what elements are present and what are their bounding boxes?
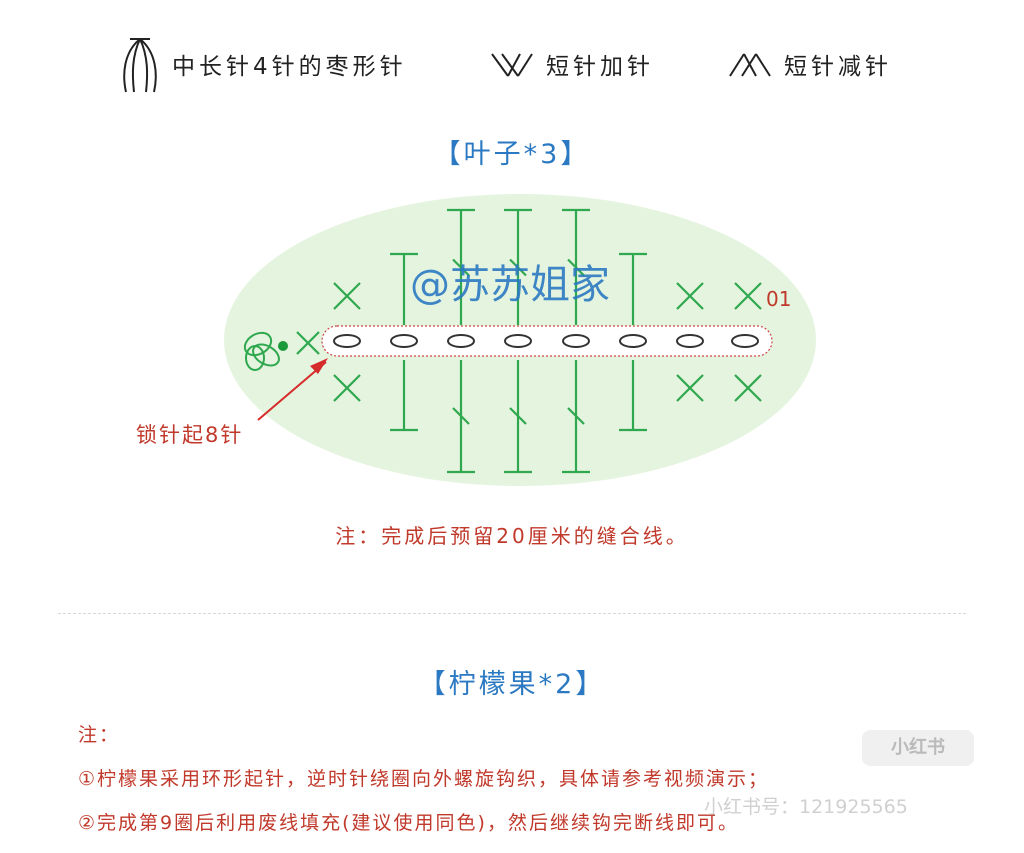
sc-decrease-icon — [729, 53, 771, 77]
single-crochet-icon — [676, 282, 704, 310]
single-crochet-icon — [333, 374, 361, 402]
stitch-legend: 中长针4针的枣形针 短针加针 短针减针 — [0, 32, 1024, 96]
stitch-slash — [509, 407, 527, 425]
leaf-note: 注：完成后预留20厘米的缝合线。 — [335, 524, 689, 548]
chain-stitch-icon — [676, 334, 704, 348]
chain-stitch-icon — [731, 334, 759, 348]
round-label: 01 — [766, 287, 791, 311]
puff-stitch-icon — [123, 38, 157, 93]
stitch-slash — [452, 258, 470, 277]
single-crochet-icon — [296, 331, 320, 355]
chain-stitch-icon — [333, 334, 361, 348]
leaf-chart: 锁针起8针 01 @苏苏姐家 — [136, 194, 816, 486]
lemon-note-1: ①柠檬果采用环形起针，逆时针绕圈向外螺旋钩织，具体请参考视频演示； — [78, 768, 770, 790]
start-dot — [278, 341, 288, 351]
chain-stitch-icon — [447, 334, 475, 348]
sc-increase-icon — [491, 53, 533, 77]
single-crochet-icon — [734, 374, 762, 402]
chain-callout-arrow — [257, 358, 328, 421]
chain-callout-label: 锁针起8针 — [136, 423, 243, 447]
chain-stitch-icon — [562, 334, 590, 348]
brand-watermark: 小红书 — [862, 730, 974, 766]
section-divider — [58, 613, 966, 614]
legend-label: 短针加针 — [546, 54, 654, 80]
legend-label: 中长针4针的枣形针 — [172, 54, 407, 80]
lemon-notes: 注： ①柠檬果采用环形起针，逆时针绕圈向外螺旋钩织，具体请参考视频演示； ②完成… — [78, 720, 978, 852]
single-crochet-icon — [333, 282, 361, 310]
stitch-slash — [567, 407, 585, 425]
stitch-slash — [509, 258, 527, 277]
author-watermark: @苏苏姐家 — [410, 262, 610, 308]
lemon-note-heading: 注： — [78, 724, 121, 746]
single-crochet-icon — [734, 282, 762, 310]
single-crochet-icon — [676, 374, 704, 402]
start-ring-icon — [243, 331, 280, 371]
stitch-slash — [567, 258, 585, 277]
legend-label: 短针减针 — [784, 54, 892, 80]
legend-item-puff: 中长针4针的枣形针 — [120, 32, 407, 96]
chain-stitch-icon — [619, 334, 647, 348]
chain-stitch-icon — [504, 334, 532, 348]
user-id-watermark: 小红书号：121925565 — [704, 796, 908, 818]
legend-item-decrease: 短针减针 — [728, 32, 892, 96]
lemon-title: 【柠檬果*2】 — [418, 669, 606, 700]
chain-stitch-icon — [390, 334, 418, 348]
legend-item-increase: 短针加针 — [490, 32, 654, 96]
lemon-note-2: ②完成第9圈后利用废线填充(建议使用同色)，然后继续钩完断线即可。 — [78, 812, 739, 834]
leaf-title: 【叶子*3】 — [433, 139, 591, 170]
stitch-slash — [452, 407, 470, 425]
chain-row — [321, 325, 773, 357]
